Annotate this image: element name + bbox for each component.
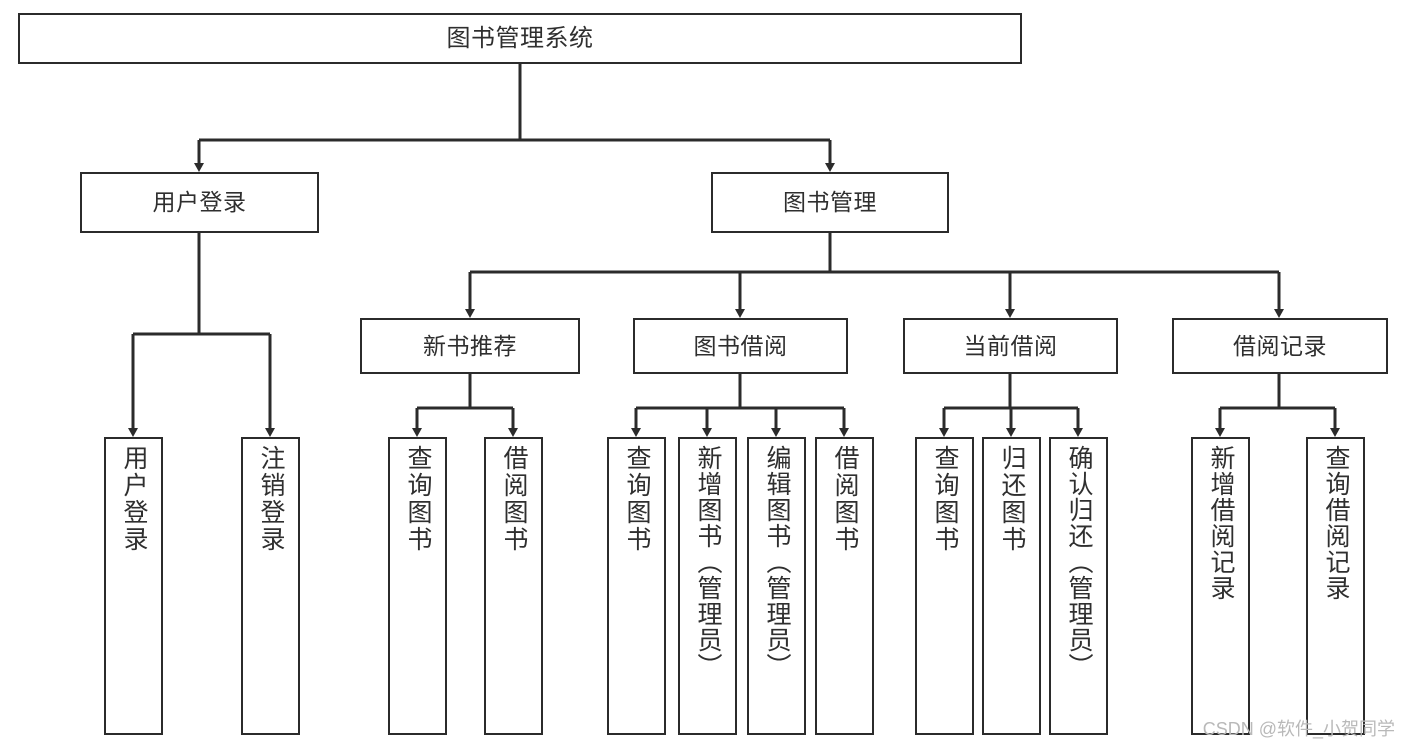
leaf-borrow-edit-book-admin[interactable]: 编辑图书（管理员） — [747, 437, 806, 735]
node-label: 当前借阅 — [963, 332, 1058, 359]
node-label: 查询借阅记录 — [1322, 445, 1350, 601]
node-label: 查询图书 — [623, 445, 651, 553]
leaf-user-login-logout[interactable]: 注销登录 — [241, 437, 300, 735]
node-label: 借阅图书 — [831, 445, 859, 553]
node-label: 新增借阅记录 — [1207, 445, 1235, 601]
leaf-current-query-book[interactable]: 查询图书 — [915, 437, 974, 735]
leaf-borrow-add-book-admin[interactable]: 新增图书（管理员） — [678, 437, 737, 735]
node-label: 图书管理 — [783, 189, 877, 216]
node-label: 用户登录 — [120, 445, 148, 553]
leaf-current-return-book[interactable]: 归还图书 — [982, 437, 1041, 735]
node-new-book-recommend[interactable]: 新书推荐 — [360, 318, 580, 374]
leaf-user-login-login[interactable]: 用户登录 — [104, 437, 163, 735]
node-label: 查询图书 — [931, 445, 959, 553]
node-label: 用户登录 — [152, 189, 247, 216]
node-user-login[interactable]: 用户登录 — [80, 172, 319, 233]
node-label: 注销登录 — [257, 445, 285, 553]
node-current-borrow[interactable]: 当前借阅 — [903, 318, 1118, 374]
node-label: 借阅记录 — [1233, 332, 1327, 359]
leaf-borrow-query-book[interactable]: 查询图书 — [607, 437, 666, 735]
leaf-record-add-record[interactable]: 新增借阅记录 — [1191, 437, 1250, 735]
watermark-text: CSDN @软件_小贺同学 — [1202, 719, 1395, 739]
node-label: 新增图书（管理员） — [694, 445, 722, 679]
leaf-borrow-borrow-book[interactable]: 借阅图书 — [815, 437, 874, 735]
node-label: 编辑图书（管理员） — [763, 445, 791, 679]
node-label: 图书管理系统 — [446, 24, 594, 52]
leaf-recommend-borrow-book[interactable]: 借阅图书 — [484, 437, 543, 735]
leaf-record-query-record[interactable]: 查询借阅记录 — [1306, 437, 1365, 735]
leaf-recommend-query-book[interactable]: 查询图书 — [388, 437, 447, 735]
node-label: 新书推荐 — [423, 332, 517, 359]
leaf-current-confirm-return-admin[interactable]: 确认归还（管理员） — [1049, 437, 1108, 735]
node-label: 查询图书 — [404, 445, 432, 553]
node-borrow-record[interactable]: 借阅记录 — [1172, 318, 1388, 374]
node-book-management[interactable]: 图书管理 — [711, 172, 949, 233]
node-label: 确认归还（管理员） — [1065, 445, 1093, 679]
node-label: 借阅图书 — [500, 445, 528, 553]
node-label: 归还图书 — [998, 445, 1026, 553]
node-root-system[interactable]: 图书管理系统 — [18, 13, 1022, 64]
node-label: 图书借阅 — [693, 332, 788, 359]
node-book-borrow[interactable]: 图书借阅 — [633, 318, 848, 374]
